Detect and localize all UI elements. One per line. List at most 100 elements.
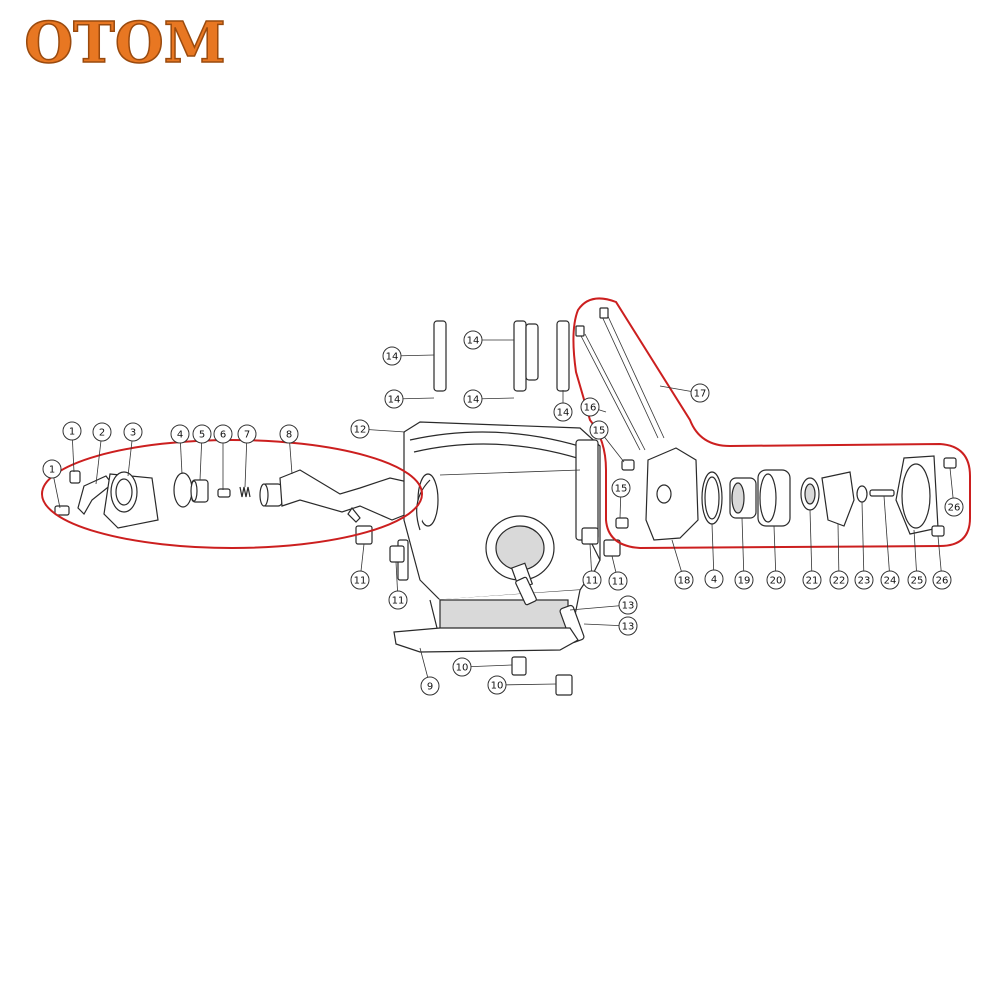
callout-13-b: 13 xyxy=(618,616,638,636)
callout-15-b-circle xyxy=(611,478,631,498)
callout-15-b-label: 15 xyxy=(615,484,628,495)
callout-15-b: 15 xyxy=(611,478,631,498)
callout-18-label: 18 xyxy=(678,576,691,587)
part-22-pump-body xyxy=(821,471,855,527)
callout-11-c-label: 11 xyxy=(586,576,599,587)
part-26-screw-a xyxy=(943,457,957,469)
callout-2-label: 2 xyxy=(99,428,105,439)
callout-10-b: 10 xyxy=(487,675,507,695)
callout-14-b-circle xyxy=(384,389,404,409)
callout-11-d: 11 xyxy=(608,571,628,591)
callout-14-e-label: 14 xyxy=(557,408,570,419)
callout-16-circle xyxy=(580,397,600,417)
callout-25: 25 xyxy=(907,570,927,590)
callout-14-a-circle xyxy=(382,346,402,366)
callout-9: 9 xyxy=(420,676,440,696)
callout-5: 5 xyxy=(192,424,212,444)
part-15-screw-b xyxy=(615,517,629,529)
callout-26-a-label: 26 xyxy=(948,503,961,514)
callout-1-top-label: 1 xyxy=(69,427,75,438)
callout-24: 24 xyxy=(880,570,900,590)
part-1-screw-bottom xyxy=(54,505,70,516)
callout-11-d-label: 11 xyxy=(612,577,625,588)
callout-4-left-label: 4 xyxy=(177,430,183,441)
part-5-bushing xyxy=(190,479,209,503)
callout-12: 12 xyxy=(350,419,370,439)
callout-15-a-label: 15 xyxy=(593,426,606,437)
callout-14-b-label: 14 xyxy=(388,395,401,406)
callout-21-label: 21 xyxy=(806,576,819,587)
part-6-pin xyxy=(217,488,231,498)
callout-25-label: 25 xyxy=(911,576,924,587)
part-25-cover xyxy=(895,455,939,535)
callout-5-circle xyxy=(192,424,212,444)
callout-17-circle xyxy=(690,383,710,403)
callout-6-label: 6 xyxy=(220,430,226,441)
callout-22-circle xyxy=(829,570,849,590)
part-23-washer xyxy=(856,485,868,503)
callout-17-label: 17 xyxy=(694,389,707,400)
callout-9-label: 9 xyxy=(427,682,433,693)
callout-11-a: 11 xyxy=(350,570,370,590)
part-21-gear xyxy=(800,477,820,511)
callout-17: 17 xyxy=(690,383,710,403)
part-20-bearing xyxy=(757,469,791,527)
callout-12-circle xyxy=(350,419,370,439)
callout-8: 8 xyxy=(279,424,299,444)
callout-9-circle xyxy=(420,676,440,696)
callout-26-b-circle xyxy=(932,570,952,590)
callout-1-bottom-label: 1 xyxy=(49,465,55,476)
callout-3-label: 3 xyxy=(130,428,136,439)
callout-19-circle xyxy=(734,570,754,590)
callout-8-label: 8 xyxy=(286,430,292,441)
callout-21-leader xyxy=(809,509,813,581)
right-assembly xyxy=(575,307,957,541)
callout-19-leader xyxy=(741,517,745,581)
callout-11-a-circle xyxy=(350,570,370,590)
callout-4-left-circle xyxy=(170,424,190,444)
callout-10-a: 10 xyxy=(452,657,472,677)
callout-13-a-leader xyxy=(569,604,629,611)
otom-logo-text: OTOM xyxy=(24,12,225,72)
left-assembly xyxy=(54,469,433,529)
part-2-lever xyxy=(77,475,113,515)
callout-23-circle xyxy=(854,570,874,590)
part-15-screw-a xyxy=(621,459,635,471)
callout-11-d-circle xyxy=(608,571,628,591)
part-3-housing xyxy=(103,471,159,529)
callout-22: 22 xyxy=(829,570,849,590)
callout-19-label: 19 xyxy=(738,576,751,587)
callout-16-label: 16 xyxy=(584,403,597,414)
part-18-actuator-housing xyxy=(645,447,699,541)
part-1-screw-top xyxy=(69,470,81,484)
callout-1-top-circle xyxy=(62,421,82,441)
callout-10-b-leader xyxy=(496,683,557,686)
part-19-ring xyxy=(729,477,757,519)
callout-25-circle xyxy=(907,570,927,590)
part-26-screw-b xyxy=(931,525,945,537)
callout-11-b-label: 11 xyxy=(392,596,405,607)
part-24-bolt xyxy=(869,489,895,497)
callout-16: 16 xyxy=(580,397,600,417)
callout-15-a: 15 xyxy=(589,420,609,440)
callout-14-d-circle xyxy=(463,389,483,409)
part-16-cable xyxy=(579,333,641,451)
callout-11-b-circle xyxy=(388,590,408,610)
callout-7-label: 7 xyxy=(244,430,250,441)
callout-3-circle xyxy=(123,422,143,442)
part-9-gasket xyxy=(393,627,579,653)
callout-14-c-label: 14 xyxy=(467,336,480,347)
callout-26-a: 26 xyxy=(944,497,964,517)
callout-11-c: 11 xyxy=(582,570,602,590)
callout-1-top: 1 xyxy=(62,421,82,441)
callout-23: 23 xyxy=(854,570,874,590)
callout-6: 6 xyxy=(213,424,233,444)
callout-14-a: 14 xyxy=(382,346,402,366)
callout-24-label: 24 xyxy=(884,576,897,587)
part-13-studs xyxy=(515,576,585,644)
callout-7-circle xyxy=(237,424,257,444)
callout-23-leader xyxy=(861,501,865,581)
callout-20-label: 20 xyxy=(770,576,783,587)
